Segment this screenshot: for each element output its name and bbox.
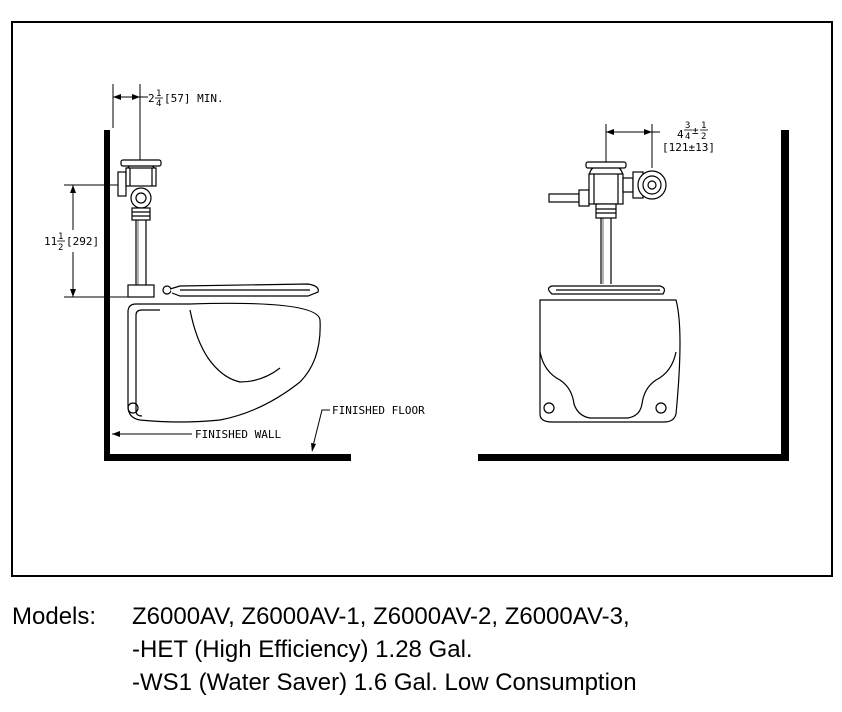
offset-dimension-num: 3	[685, 121, 690, 131]
drawing-frame	[11, 21, 833, 577]
flush-valve-front	[548, 161, 667, 284]
caption-indent	[12, 633, 132, 666]
offset-dimension-pm: ±	[692, 124, 699, 137]
height-dimension-num: 1	[58, 232, 63, 242]
front-wall-line	[781, 130, 789, 461]
offset-dimension-whole: 4	[677, 128, 684, 141]
finished-floor-label: FINISHED FLOOR	[332, 404, 425, 417]
side-view: 2 1 4 [57] MIN. 11 1 2 [292]	[44, 84, 425, 461]
finished-wall-label: FINISHED WALL	[195, 428, 281, 441]
technical-drawing: 2 1 4 [57] MIN. 11 1 2 [292]	[11, 21, 833, 577]
clearance-dimension-num: 1	[156, 89, 161, 99]
offset-tolerance-num: 1	[701, 121, 706, 131]
flush-valve-side	[117, 159, 162, 298]
height-dimension-whole: 11	[44, 235, 57, 248]
height-dimension-den: 2	[58, 243, 63, 253]
caption-het-line: -HET (High Efficiency) 1.28 Gal.	[132, 636, 473, 663]
toilet-bowl-front	[539, 285, 681, 423]
clearance-dimension-value: [57] MIN.	[164, 92, 224, 105]
front-floor-line	[478, 454, 789, 461]
model-caption: Models: Z6000AV, Z6000AV-1, Z6000AV-2, Z…	[12, 600, 832, 699]
offset-dimension-value: [121±13]	[662, 141, 715, 154]
height-dimension-value: [292]	[66, 235, 99, 248]
caption-ws1-line: -WS1 (Water Saver) 1.6 Gal. Low Consumpt…	[132, 669, 637, 696]
toilet-bowl-side	[127, 283, 321, 423]
caption-indent	[12, 666, 132, 699]
caption-row-3: -WS1 (Water Saver) 1.6 Gal. Low Consumpt…	[12, 666, 832, 699]
offset-dimension-den: 4	[685, 132, 690, 142]
caption-models-label: Models:	[12, 603, 97, 630]
caption-model-list: Z6000AV, Z6000AV-1, Z6000AV-2, Z6000AV-3…	[132, 603, 630, 630]
caption-row-2: -HET (High Efficiency) 1.28 Gal.	[12, 633, 832, 666]
finished-wall-line	[104, 130, 110, 461]
clearance-dimension-whole: 2	[148, 92, 155, 105]
finished-floor-line	[104, 454, 351, 461]
offset-tolerance-den: 2	[701, 132, 706, 142]
front-view: 4 3 4 ± 1 2 [121±13]	[478, 121, 789, 461]
clearance-dimension-den: 4	[156, 99, 161, 109]
caption-row-1: Models: Z6000AV, Z6000AV-1, Z6000AV-2, Z…	[12, 600, 832, 633]
